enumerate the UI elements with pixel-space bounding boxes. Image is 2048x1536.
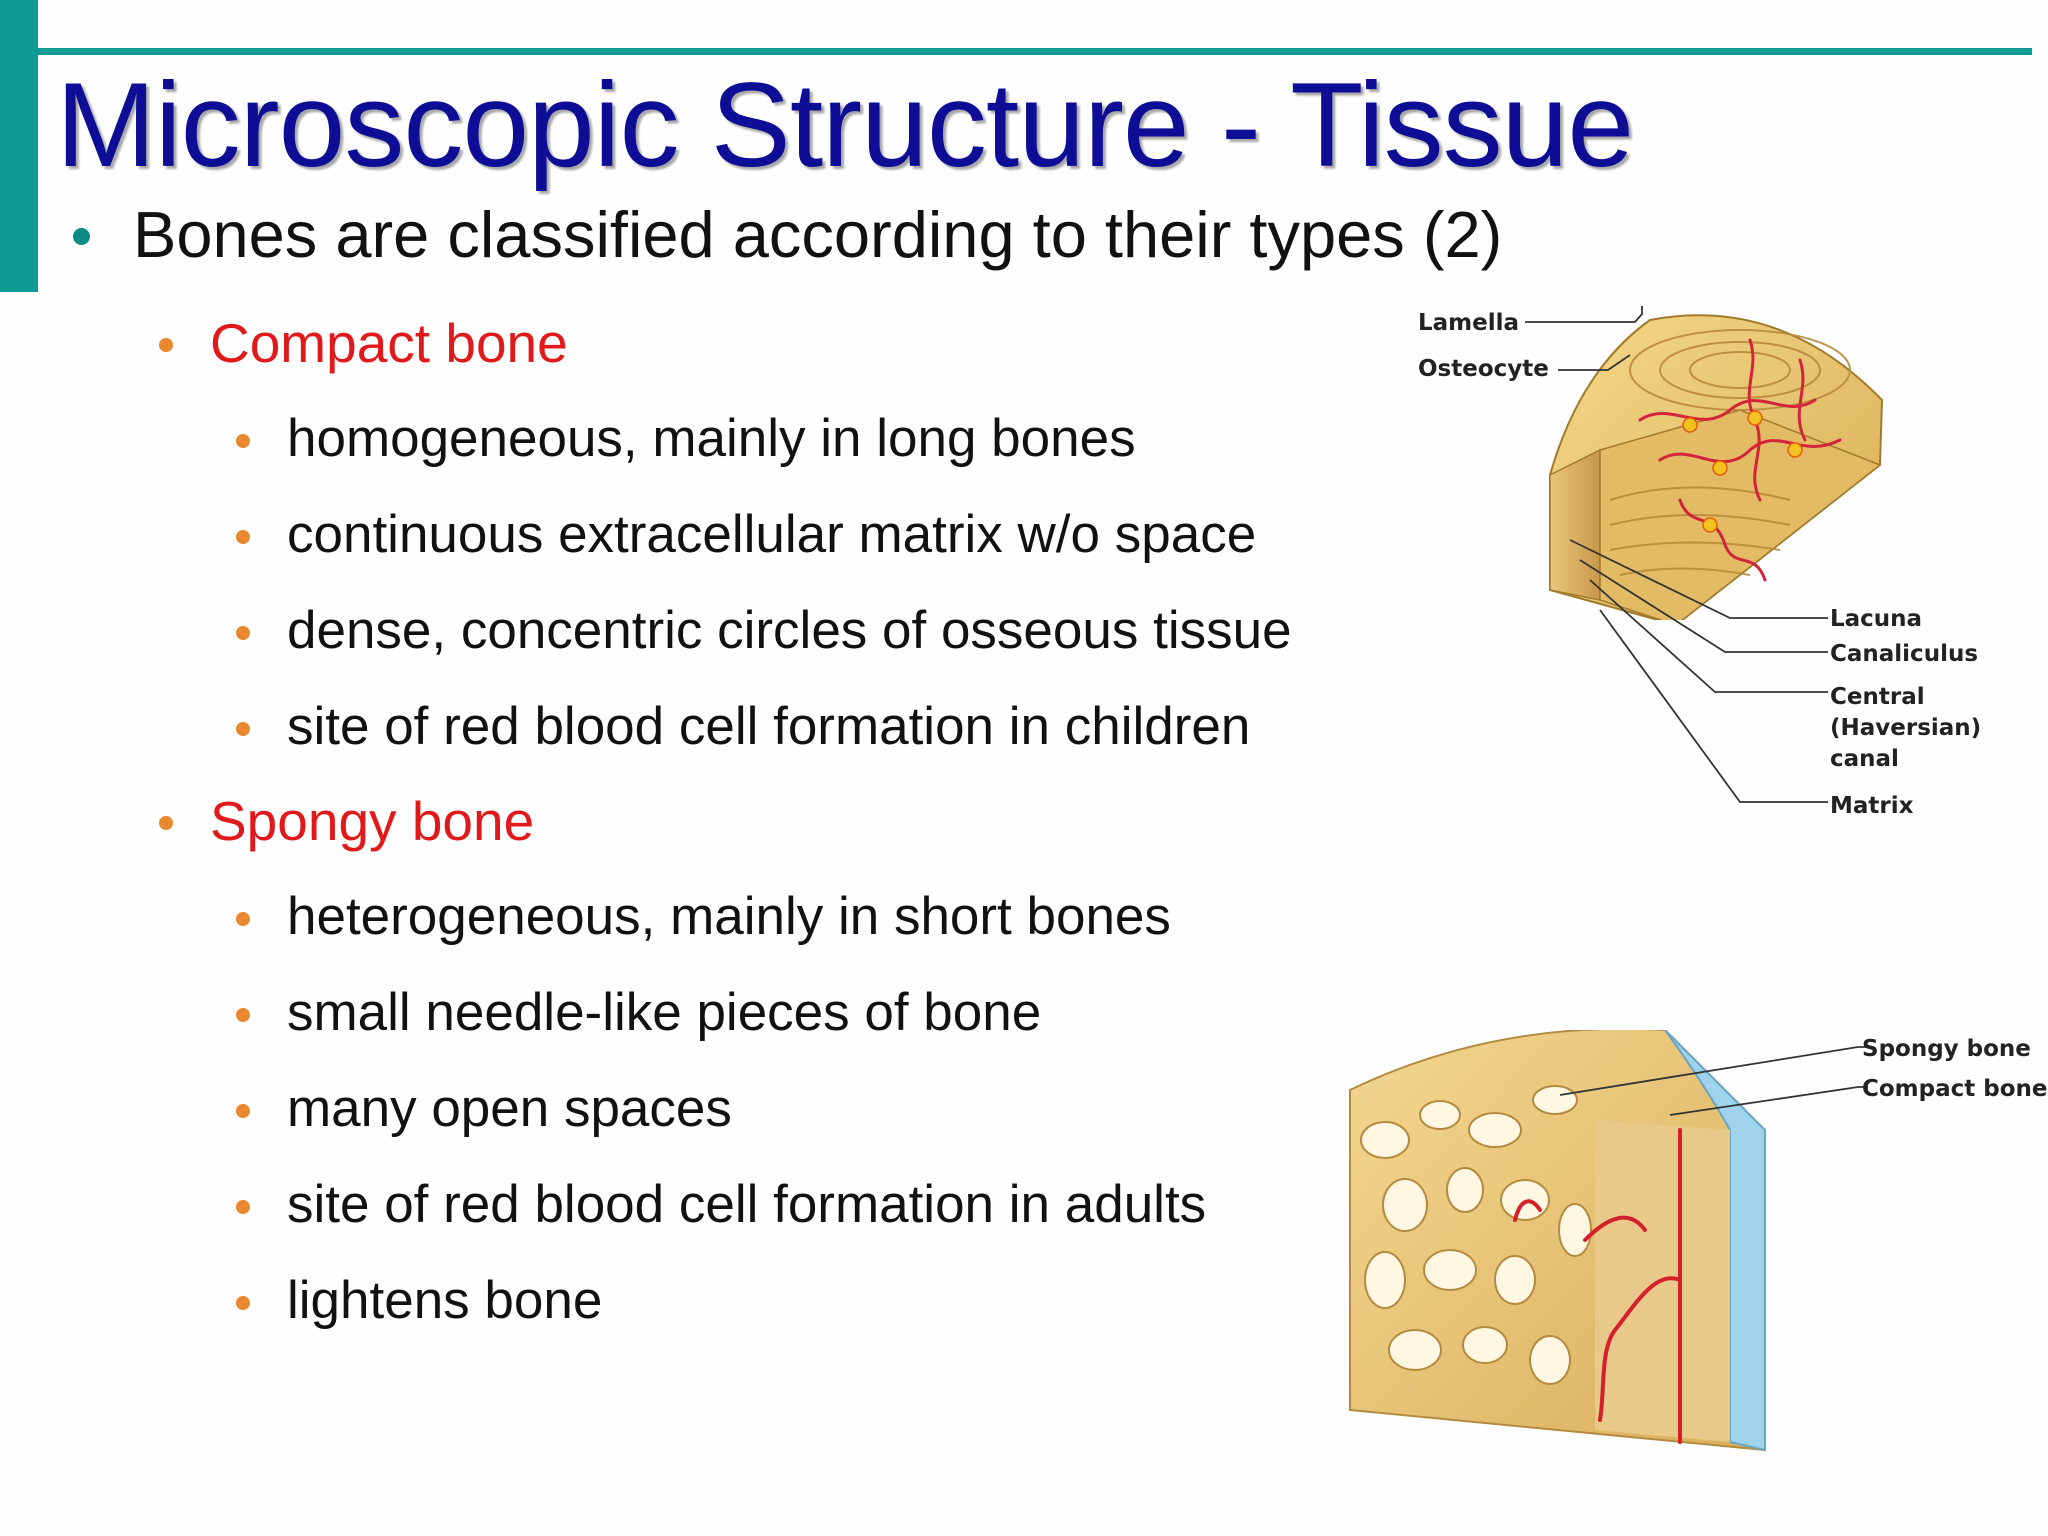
list-item: lightens bone	[236, 1274, 602, 1327]
list-item: site of red blood cell formation in chil…	[236, 700, 1250, 753]
list-item: heterogeneous, mainly in short bones	[236, 890, 1171, 943]
label-canal: canal	[1830, 746, 1899, 772]
main-bullet: Bones are classified according to their …	[73, 202, 1502, 267]
section-heading-spongy: Spongy bone	[159, 794, 534, 849]
compact-bone-leader-lines	[1525, 306, 1828, 803]
title-rule	[38, 48, 2032, 55]
bullet-dot	[236, 626, 250, 640]
bullet-dot	[236, 1008, 250, 1022]
slide-title: Microscopic Structure - Tissue	[56, 58, 1634, 192]
compact-bone-illustration	[1549, 314, 1884, 620]
label-haversian: (Haversian)	[1830, 715, 1982, 741]
list-item: many open spaces	[236, 1082, 732, 1135]
list-item: small needle-like pieces of bone	[236, 986, 1041, 1039]
bullet-dot	[236, 912, 250, 926]
label-lacuna: Lacuna	[1830, 606, 1923, 632]
label-osteocyte: Osteocyte	[1418, 356, 1549, 382]
label-canaliculus: Canaliculus	[1830, 641, 1979, 667]
bullet-dot	[236, 1200, 250, 1214]
bullet-dot	[236, 434, 250, 448]
bullet-dot	[236, 530, 250, 544]
bullet-dot	[73, 228, 90, 245]
bullet-dot	[236, 1104, 250, 1118]
label-lamella: Lamella	[1418, 310, 1520, 336]
label-compact-bone: Compact bone	[1862, 1076, 2048, 1102]
accent-bar	[0, 0, 38, 292]
bullet-dot	[236, 722, 250, 736]
list-item: dense, concentric circles of osseous tis…	[236, 604, 1292, 657]
bullet-dot	[159, 338, 173, 352]
label-central: Central	[1830, 684, 1925, 710]
list-item: site of red blood cell formation in adul…	[236, 1178, 1206, 1231]
list-item: homogeneous, mainly in long bones	[236, 412, 1136, 465]
label-spongy-bone: Spongy bone	[1862, 1036, 2031, 1062]
section-heading-compact: Compact bone	[159, 316, 568, 371]
spongy-bone-illustration	[1349, 1030, 1766, 1452]
list-item: continuous extracellular matrix w/o spac…	[236, 508, 1256, 561]
bullet-dot	[159, 816, 173, 830]
bullet-dot	[236, 1296, 250, 1310]
spongy-bone-leader-lines	[1559, 1046, 1868, 1116]
label-matrix: Matrix	[1830, 793, 1914, 819]
